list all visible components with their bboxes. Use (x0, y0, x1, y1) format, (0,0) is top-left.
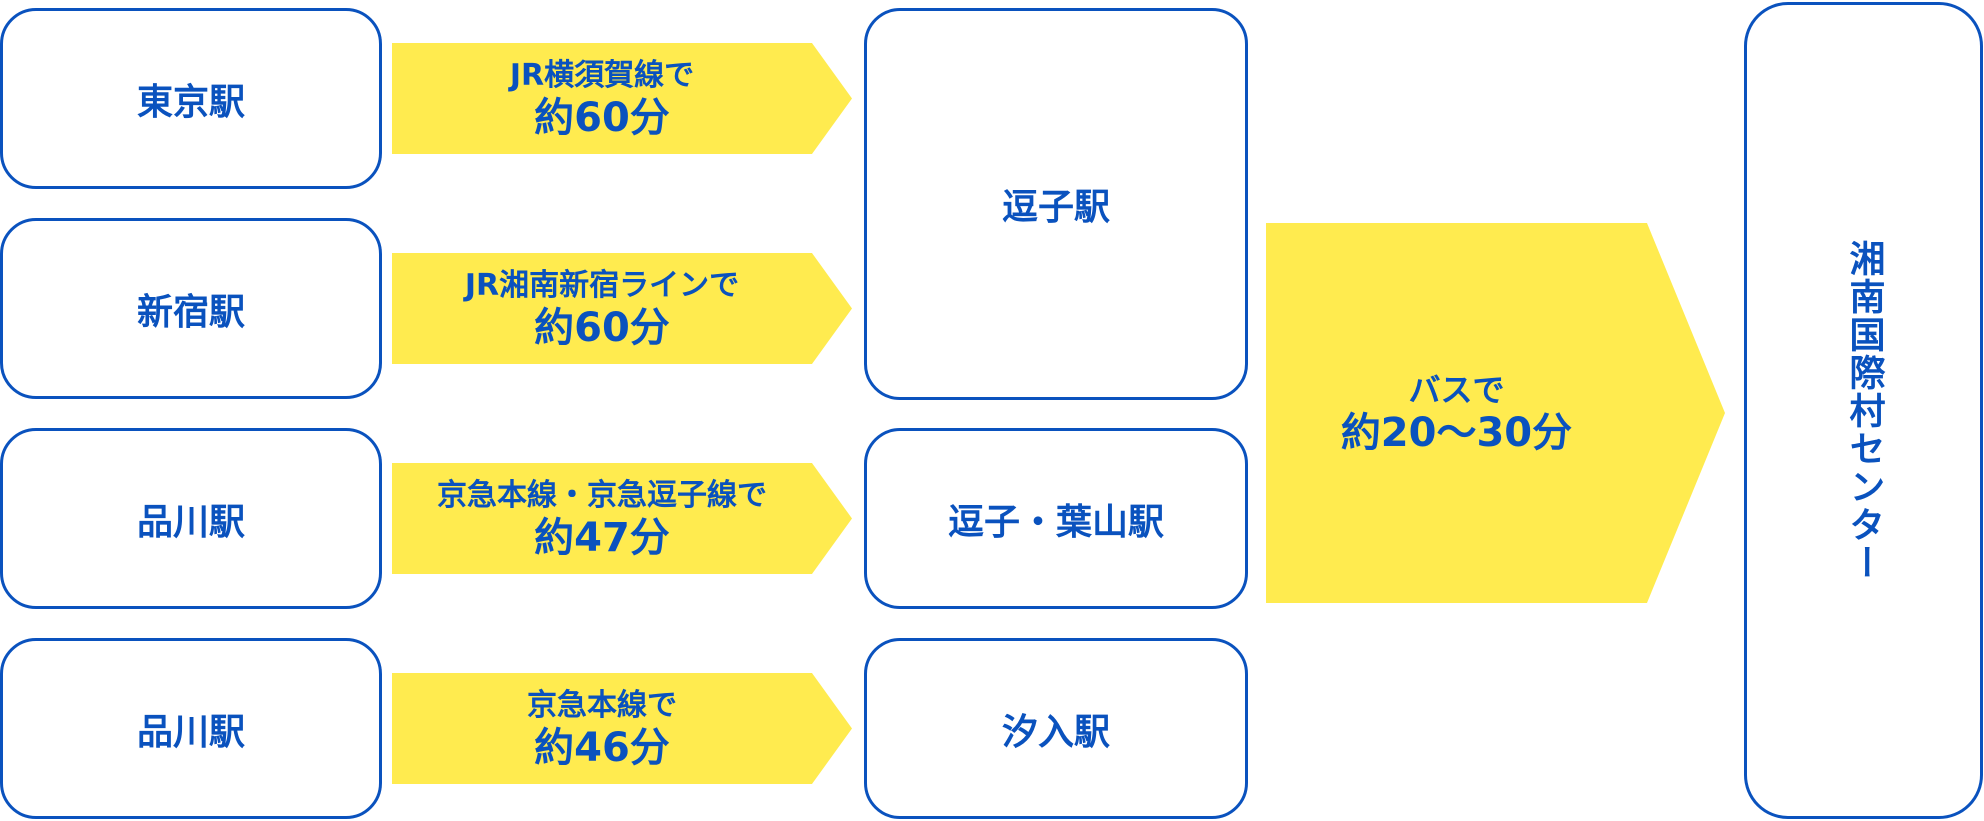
bus-arrow: バスで 約20〜30分 (1266, 223, 1725, 603)
origin-station-tokyo: 東京駅 (0, 8, 382, 189)
route-duration: 約60分 (534, 304, 670, 351)
route-line-name: JR横須賀線で (509, 57, 695, 93)
origin-station-label: 東京駅 (136, 81, 245, 123)
transfer-station-label: 汐入駅 (1001, 711, 1110, 753)
bus-duration: 約20〜30分 (1340, 410, 1573, 456)
transfer-station-label: 逗子駅 (1001, 187, 1110, 228)
route-line-name: 京急本線・京急逗子線で (436, 477, 767, 513)
origin-station-label: 品川駅 (136, 711, 245, 753)
destination-label: 湘南国際村センター (1843, 239, 1885, 582)
route-arrow-keikyu-main: 京急本線で 約46分 (392, 673, 852, 784)
transfer-station-shioiri: 汐入駅 (864, 638, 1248, 819)
route-line-name: 京急本線で (526, 687, 677, 723)
transfer-station-label: 逗子・葉山駅 (947, 501, 1164, 543)
bus-line-name: バスで (1408, 371, 1505, 409)
transfer-station-zushi-hayama: 逗子・葉山駅 (864, 428, 1248, 609)
route-arrow-keikyu-main-zushi: 京急本線・京急逗子線で 約47分 (392, 463, 852, 574)
transfer-station-zushi: 逗子駅 (864, 8, 1248, 400)
route-duration: 約60分 (534, 94, 670, 141)
origin-station-label: 新宿駅 (136, 291, 245, 333)
route-line-name: JR湘南新宿ラインで (464, 267, 740, 303)
origin-station-shinjuku: 新宿駅 (0, 218, 382, 399)
origin-station-label: 品川駅 (136, 501, 245, 543)
route-arrow-jr-shonan-shinjuku: JR湘南新宿ラインで 約60分 (392, 253, 852, 364)
origin-station-shinagawa-1: 品川駅 (0, 428, 382, 609)
route-duration: 約47分 (534, 514, 670, 561)
destination-shonan-village-center: 湘南国際村センター (1744, 2, 1983, 819)
route-arrow-jr-yokosuka: JR横須賀線で 約60分 (392, 43, 852, 154)
route-duration: 約46分 (534, 724, 670, 771)
origin-station-shinagawa-2: 品川駅 (0, 638, 382, 819)
